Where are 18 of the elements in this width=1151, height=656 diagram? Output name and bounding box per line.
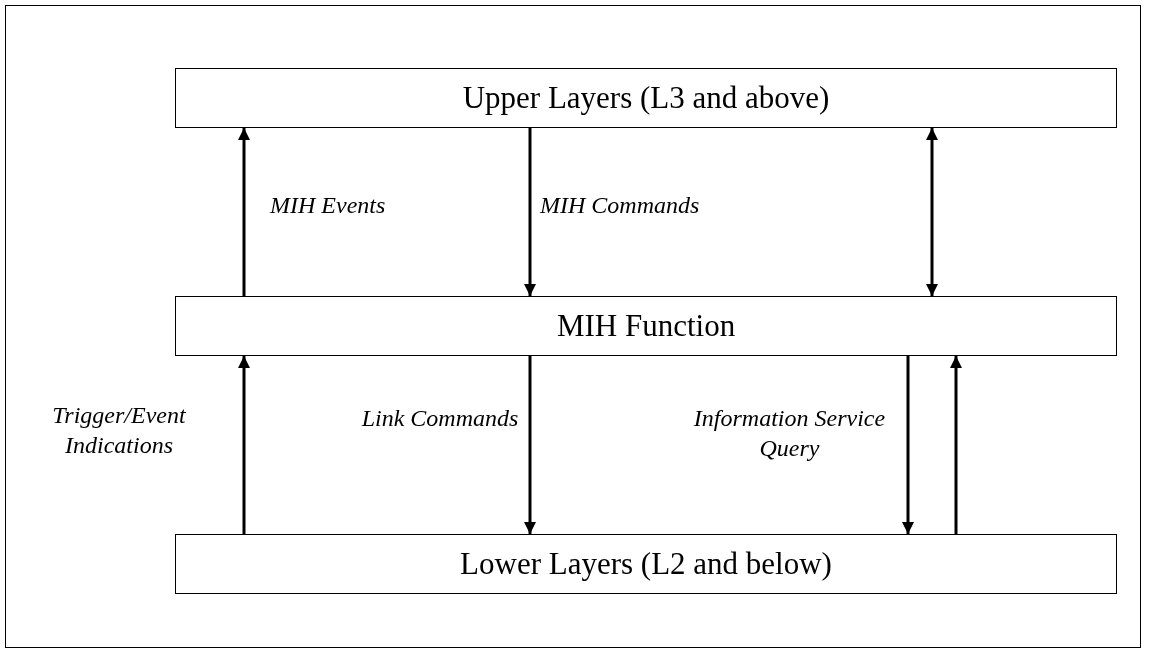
arrow	[238, 356, 250, 534]
edge-label: Trigger/Event Indications	[51, 401, 187, 460]
arrow	[524, 128, 536, 296]
layer-box	[175, 296, 1117, 356]
edge-label: Information Service Query	[692, 404, 887, 463]
layer-label: MIH Function	[556, 308, 736, 344]
edge-label: MIH Events	[270, 191, 387, 220]
layer-label: Lower Layers (L2 and below)	[460, 546, 832, 582]
edge-label: Link Commands	[360, 404, 520, 433]
arrow	[950, 356, 962, 534]
layer-box	[175, 68, 1117, 128]
layer-box	[175, 534, 1117, 594]
arrow	[926, 128, 938, 296]
edge-label: MIH Commands	[540, 191, 701, 220]
layer-label: Upper Layers (L3 and above)	[462, 80, 830, 116]
arrow	[524, 356, 536, 534]
arrow	[902, 356, 914, 534]
arrow	[238, 128, 250, 296]
